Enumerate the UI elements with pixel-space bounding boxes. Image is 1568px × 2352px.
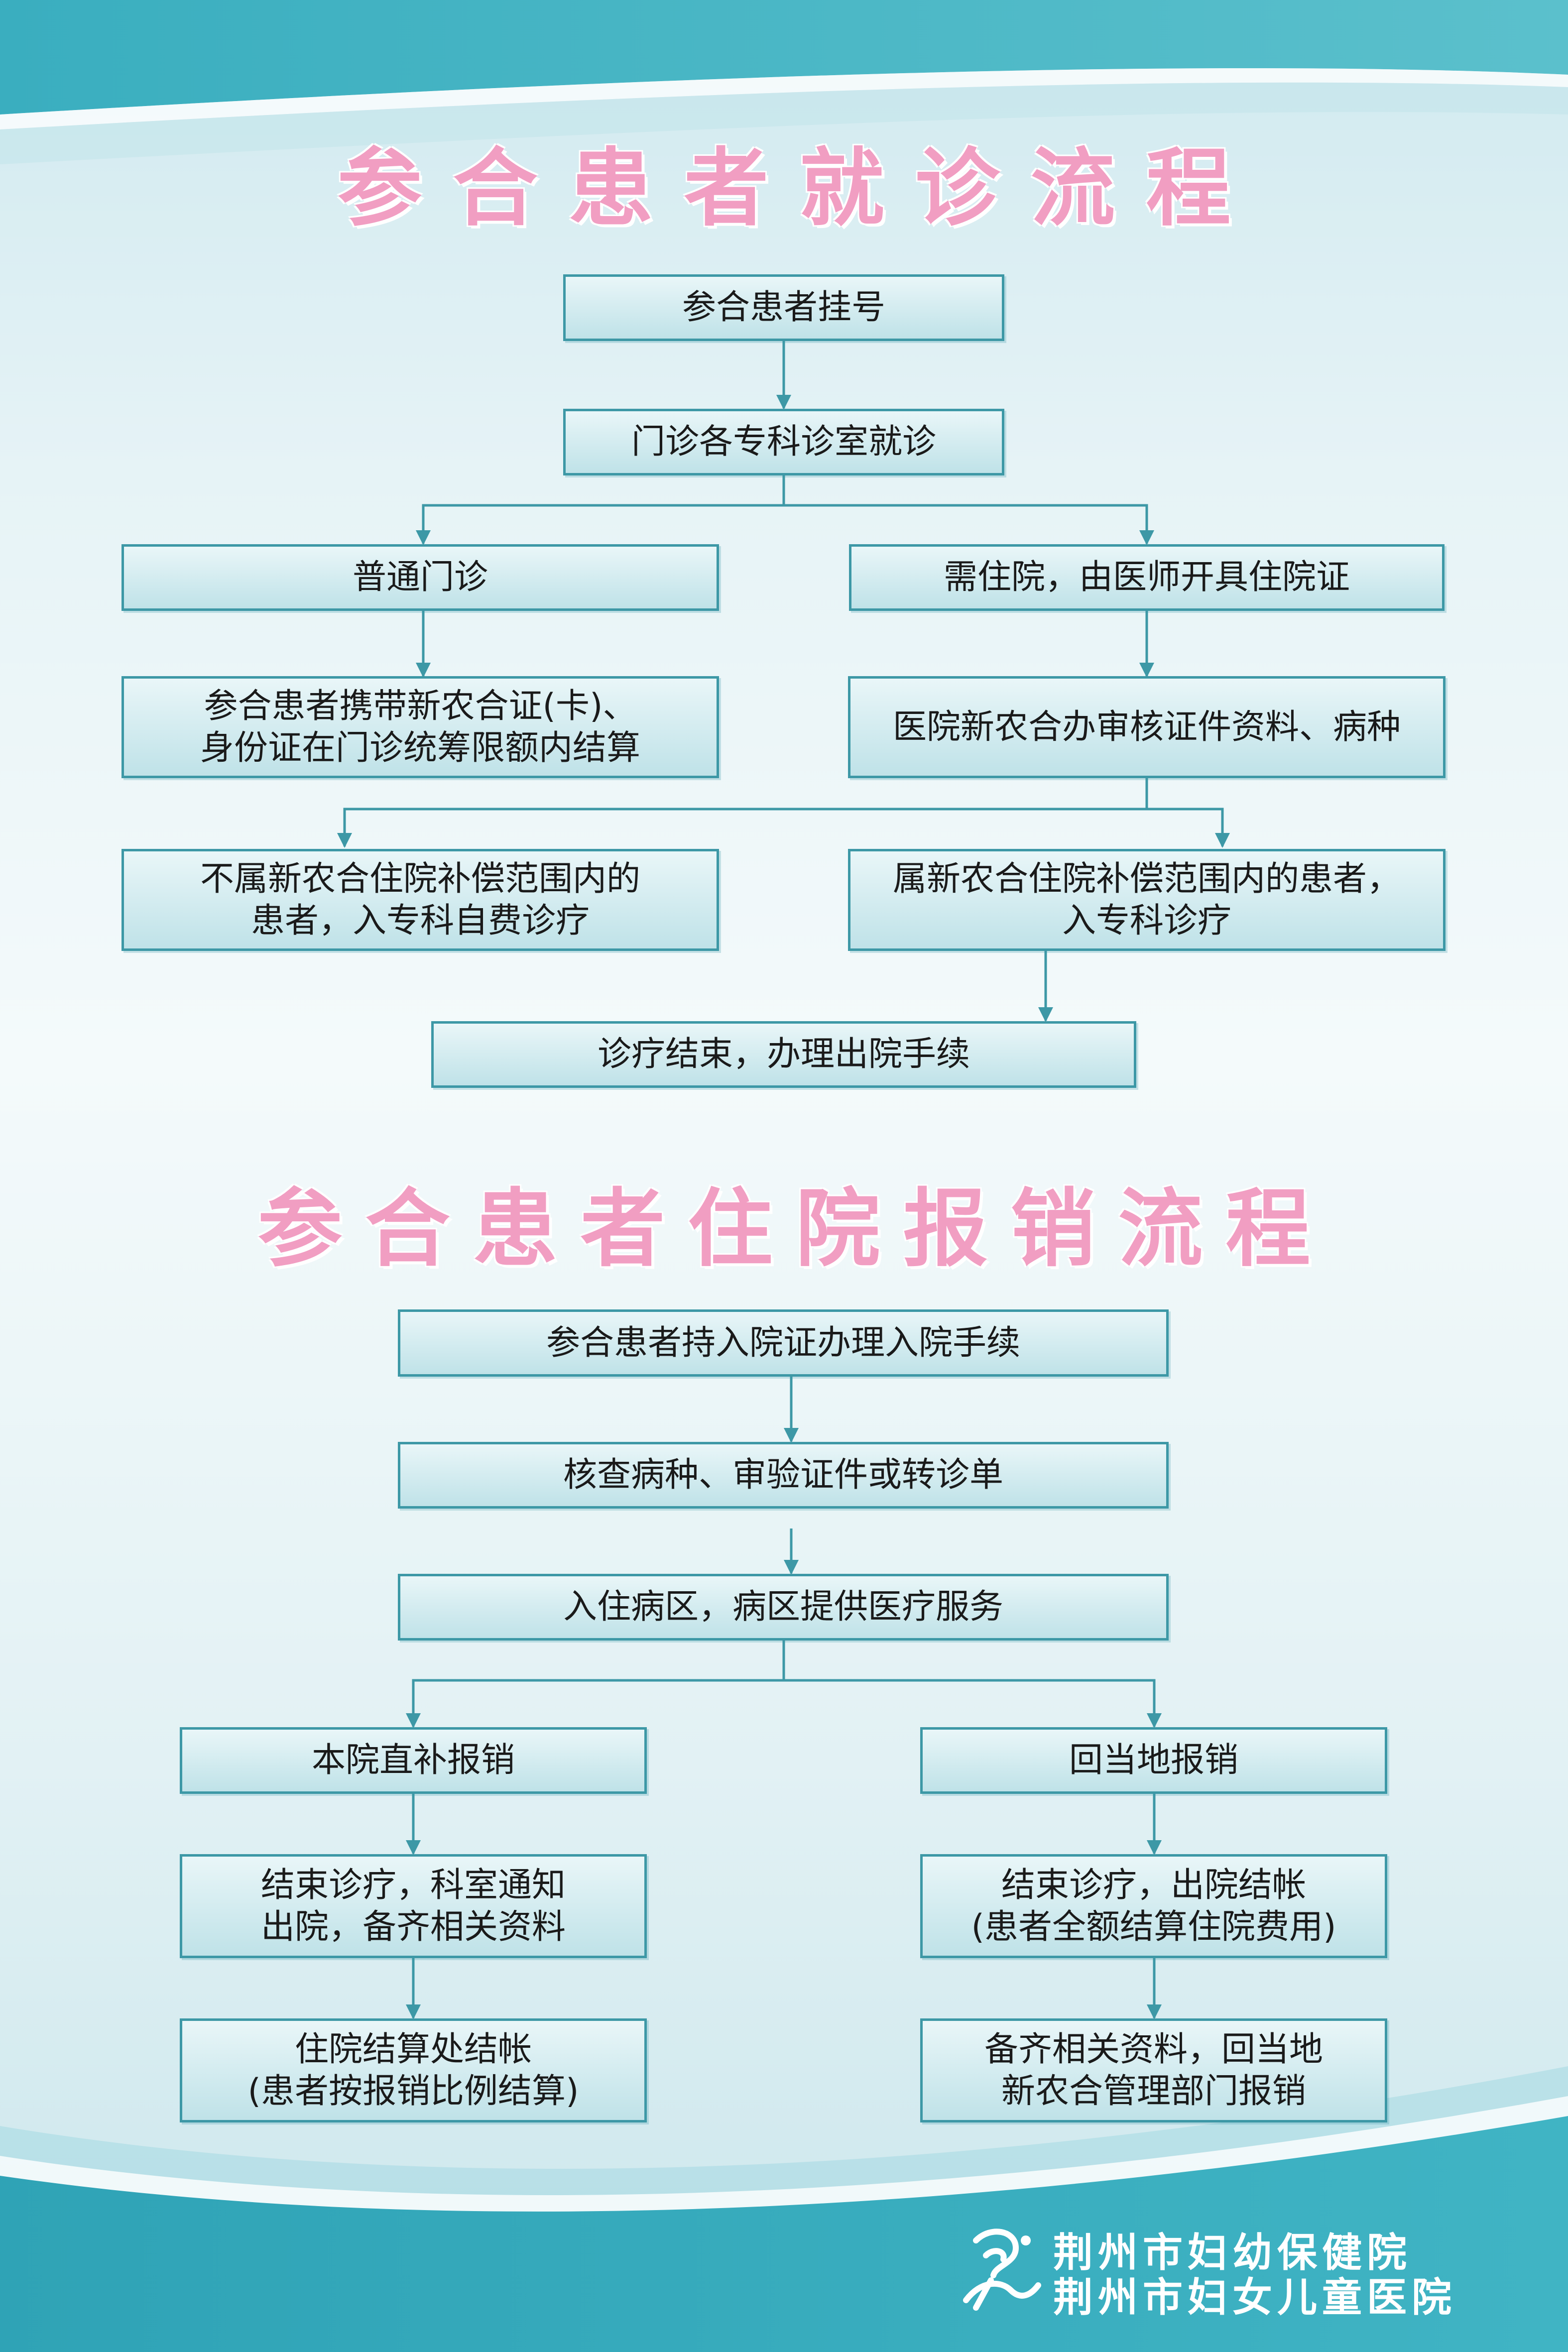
split-clinic xyxy=(416,475,785,545)
box-settle-card-label: 参合患者携带新农合证(卡)、 身份证在门诊统筹限额内结算 xyxy=(200,686,640,768)
box-general: 普通门诊 xyxy=(121,544,719,611)
box-ward: 入住病区，病区提供医疗服务 xyxy=(398,1574,1169,1641)
reimbursement-flow-title: 参合患者住院报销流程 xyxy=(257,1180,1333,1279)
split-ward xyxy=(406,1641,785,1728)
box-covered-label: 属新农合住院补偿范围内的患者， 入专科诊疗 xyxy=(892,859,1401,941)
outpatient-flow-title: 参合患者就诊流程 xyxy=(337,139,1262,238)
box-audit: 医院新农合办审核证件资料、病种 xyxy=(848,676,1446,778)
box-discharge: 诊疗结束，办理出院手续 xyxy=(431,1021,1136,1088)
org-name-line1: 荆州市妇幼保健院 xyxy=(1053,2230,1412,2276)
split-clinic-right xyxy=(784,504,1154,545)
box-not-covered-label: 不属新农合住院补偿范围内的 患者，入专科自费诊疗 xyxy=(200,859,640,941)
box-need-hospital: 需住院，由医师开具住院证 xyxy=(849,544,1445,611)
box-direct: 本院直补报销 xyxy=(180,1727,647,1794)
box-not-covered: 不属新农合住院补偿范围内的 患者，入专科自费诊疗 xyxy=(121,849,719,951)
box-audit-label: 医院新农合办审核证件资料、病种 xyxy=(892,707,1401,747)
box-clinic: 门诊各专科诊室就诊 xyxy=(563,409,1004,475)
box-clinic-label: 门诊各专科诊室就诊 xyxy=(631,422,936,462)
box-local-label: 回当地报销 xyxy=(1069,1741,1238,1780)
box-admit-label: 参合患者持入院证办理入院手续 xyxy=(546,1323,1020,1363)
box-local: 回当地报销 xyxy=(920,1727,1387,1794)
box-covered: 属新农合住院补偿范围内的患者， 入专科诊疗 xyxy=(848,849,1446,951)
box-direct-settle-label: 住院结算处结帐 (患者按报销比例结算) xyxy=(247,2029,579,2111)
box-need-hospital-label: 需住院，由医师开具住院证 xyxy=(943,558,1350,597)
box-verify: 核查病种、审验证件或转诊单 xyxy=(398,1442,1169,1509)
box-admit: 参合患者持入院证办理入院手续 xyxy=(398,1309,1169,1377)
box-direct-label: 本院直补报销 xyxy=(311,1741,515,1780)
box-ward-label: 入住病区，病区提供医疗服务 xyxy=(563,1587,1003,1627)
box-direct-settle: 住院结算处结帐 (患者按报销比例结算) xyxy=(180,2018,647,2122)
box-general-label: 普通门诊 xyxy=(352,558,488,597)
hospital-logo-icon xyxy=(963,2229,1041,2311)
org-name-line2: 荆州市妇女儿童医院 xyxy=(1053,2274,1456,2321)
box-local-settle-label: 备齐相关资料，回当地 新农合管理部门报销 xyxy=(984,2029,1323,2111)
box-register: 参合患者挂号 xyxy=(563,274,1004,341)
split-audit-right xyxy=(1147,808,1230,848)
box-settle-card: 参合患者携带新农合证(卡)、 身份证在门诊统筹限额内结算 xyxy=(121,676,719,778)
box-local-end: 结束诊疗，出院结帐 (患者全额结算住院费用) xyxy=(920,1854,1387,1958)
box-direct-end-label: 结束诊疗，科室通知 出院，备齐相关资料 xyxy=(260,1865,566,1947)
split-audit xyxy=(337,778,1148,848)
split-ward-right xyxy=(784,1679,1162,1728)
box-register-label: 参合患者挂号 xyxy=(682,288,885,327)
box-direct-end: 结束诊疗，科室通知 出院，备齐相关资料 xyxy=(180,1854,647,1958)
box-local-settle: 备齐相关资料，回当地 新农合管理部门报销 xyxy=(920,2018,1387,2122)
box-local-end-label: 结束诊疗，出院结帐 (患者全额结算住院费用) xyxy=(971,1865,1336,1947)
box-discharge-label: 诊疗结束，办理出院手续 xyxy=(597,1035,970,1074)
box-verify-label: 核查病种、审验证件或转诊单 xyxy=(563,1455,1003,1495)
